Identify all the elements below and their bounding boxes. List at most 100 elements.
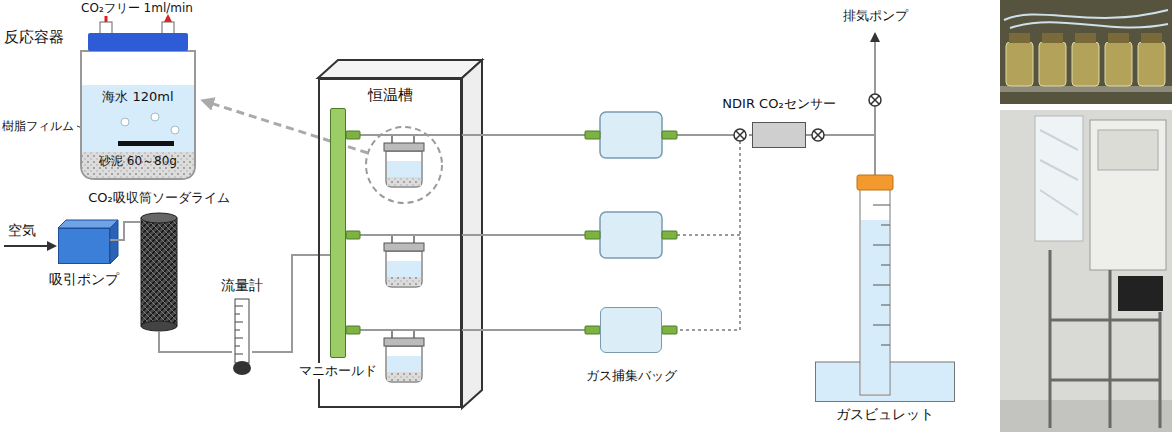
photo-incubator-jars-part-part <box>1075 33 1096 43</box>
suction-pump-label: 吸引ポンプ <box>49 271 119 288</box>
reaction-vessel-shape-part <box>171 126 179 134</box>
photo-incubator-jars-part-part <box>1006 42 1033 86</box>
gas-flow-note: CO₂フリー 1ml/min <box>81 1 193 15</box>
photo-lab-setup-part <box>1118 276 1163 311</box>
reaction-vessel-shape-part <box>121 118 129 126</box>
thermostat-chamber-label: 恒温槽 <box>368 86 413 104</box>
vessel-rows-part <box>384 338 424 346</box>
photo-lab-setup-part <box>1098 130 1158 170</box>
reaction-vessel-shape-part <box>118 141 174 146</box>
photo-lab-setup-part <box>1040 130 1078 215</box>
photo-incubator-jars-part-part <box>1105 42 1132 86</box>
sediment-note: 砂泥 60～80g <box>99 154 177 168</box>
flow-arrows-part <box>4 245 55 247</box>
absorption-column: CO₂吸収筒ソーダライム <box>140 212 178 332</box>
fittings-and-valves-part <box>736 131 744 139</box>
photo-incubator-jars-part <box>1000 0 1172 104</box>
photo-lab-setup-part <box>1090 120 1166 270</box>
manifold-bar-label: マニホールド <box>297 363 379 379</box>
photo-incubator-jars-part-part <box>1039 42 1066 86</box>
vessel-rows-part <box>386 346 422 382</box>
vessel-rows-part <box>677 234 740 236</box>
photo-incubator-jars-part <box>1006 33 1165 86</box>
photo-incubator-jars-part <box>1000 86 1172 92</box>
flow-meter-shape-part <box>235 306 243 307</box>
vessel-rows-part <box>677 134 734 136</box>
vessel-rows-part <box>384 243 424 251</box>
vessel-rows-part <box>874 34 876 135</box>
vessel-rows-part <box>360 234 585 236</box>
fittings-and-valves-part <box>869 94 881 106</box>
suction-pump: 吸引ポンプ <box>58 228 110 264</box>
flow-meter-shape-part <box>235 346 240 347</box>
photo-incubator-jars-part-part <box>1042 33 1063 43</box>
flow-meter-label: 流量計 <box>221 277 263 294</box>
vessel-rows-part <box>387 161 421 177</box>
exhaust-pump-label: 排気ポンプ <box>843 8 908 24</box>
gas-burette-label: ガスビュレット <box>836 406 934 423</box>
fittings-and-valves-part <box>814 131 822 139</box>
chamber-3d-faces-part <box>318 60 482 78</box>
gas-burette-shape-part <box>873 245 890 246</box>
gas-bag-label: ガス捕集バッグ <box>586 368 677 384</box>
vessel-rows-part <box>387 261 421 277</box>
tube-connector <box>159 332 232 352</box>
fittings-and-valves-part <box>662 326 677 334</box>
seawater-note: 海水 120ml <box>102 89 173 105</box>
gas-burette-shape-part <box>861 220 889 394</box>
vessel-rows-part <box>360 134 585 136</box>
photo-incubator-jars-part-part <box>1108 33 1129 43</box>
gas-burette: ガスビュレット <box>815 175 955 402</box>
flow-meter: 流量計 <box>232 298 252 376</box>
fittings-and-valves-part <box>812 129 824 141</box>
air-inlet-label: 空気 <box>8 222 36 239</box>
gas-burette-shape-part <box>881 225 890 226</box>
reaction-vessel-shape-part <box>88 33 188 51</box>
thermostat-chamber: 恒温槽マニホールド <box>318 78 462 408</box>
vessel-rows-part <box>384 143 424 151</box>
flow-meter-shape-part <box>235 314 240 315</box>
gas-burette-shape <box>815 175 955 402</box>
reaction-vessel-shape-part <box>82 152 194 178</box>
vessel-rows-part <box>386 251 422 287</box>
photo-incubator-jars-part-part <box>1072 42 1099 86</box>
gas-burette-shape-part <box>881 305 890 306</box>
flow-meter-shape-part <box>235 330 240 331</box>
pump-3d-faces <box>58 220 118 264</box>
gas-burette-shape-part <box>873 325 890 326</box>
gas-burette-shape-part <box>857 175 893 190</box>
absorption-column-shape-part <box>141 213 177 223</box>
fittings-and-valves-part <box>585 131 600 139</box>
photo-lab-setup-part <box>1035 116 1083 241</box>
zoom-callout <box>204 101 442 203</box>
photo-lab-setup <box>1000 110 1172 432</box>
photo-incubator-jars-part-part <box>1138 42 1165 86</box>
photo-incubator-jars-part <box>1004 10 1168 28</box>
tube-connector <box>346 329 600 331</box>
flow-meter-shape-part <box>235 299 249 363</box>
gas-burette-shape-part <box>873 205 890 206</box>
vessel-rows-part <box>600 212 662 258</box>
gas-burette-shape-part <box>881 345 890 346</box>
pump-3d-faces-part <box>110 220 118 264</box>
fittings-and-valves-part <box>871 96 879 104</box>
film-label: 樹脂フィルム <box>2 119 74 133</box>
vessel-rows-part <box>387 277 421 286</box>
reaction-vessel-shape-part <box>81 51 195 179</box>
flow-meter-shape <box>232 298 252 376</box>
fittings-and-valves-part <box>585 326 600 334</box>
photo-incubator-jars <box>1000 0 1172 104</box>
flow-meter-shape-part <box>235 322 243 323</box>
reaction-vessel-label: 反応容器 <box>4 28 64 46</box>
fittings-and-valves-part <box>346 231 360 239</box>
flow-meter-shape-part <box>235 354 243 355</box>
absorption-column-shape-part <box>141 321 177 331</box>
fittings-and-valves-part <box>662 131 677 139</box>
manifold-bar: マニホールド <box>330 108 346 358</box>
gas-burette-shape-part <box>873 285 890 286</box>
fittings-and-valves-part <box>346 131 360 139</box>
zoom-callout-part <box>366 127 442 203</box>
flow-meter-shape-part <box>235 338 243 339</box>
